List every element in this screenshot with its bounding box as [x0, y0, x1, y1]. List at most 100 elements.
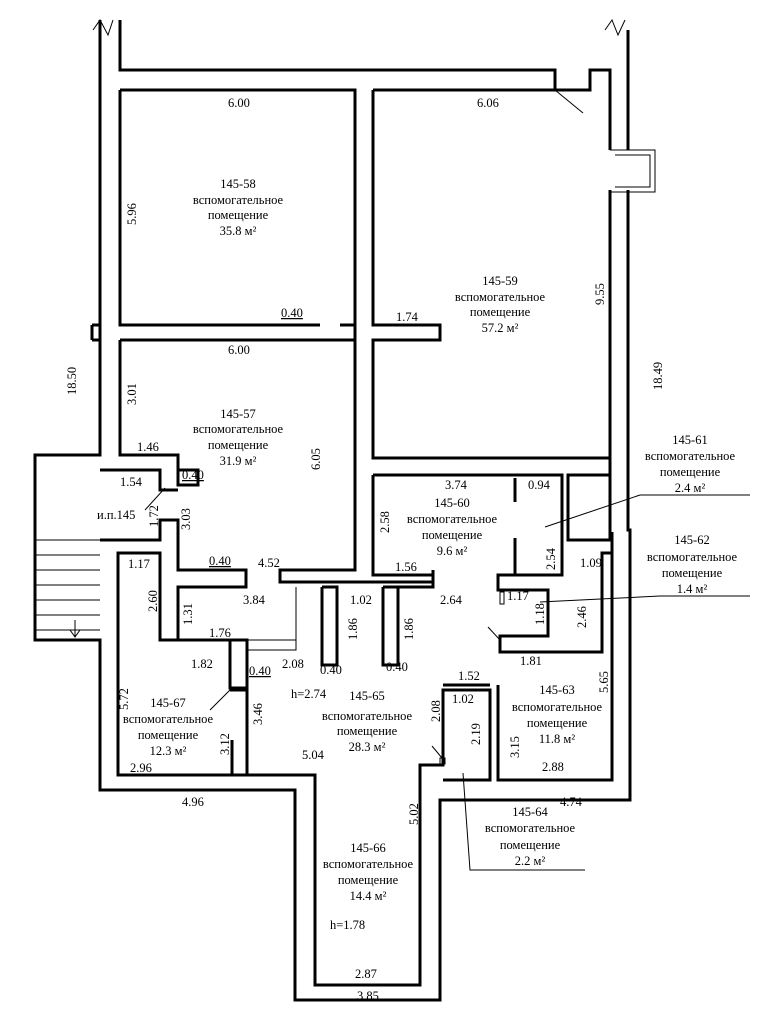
- dim: 3.03: [179, 508, 193, 530]
- dim: 2.46: [575, 606, 589, 628]
- svg-text:145-58: 145-58: [220, 177, 255, 191]
- dim: 2.08: [282, 657, 304, 671]
- svg-text:вспомогательное: вспомогательное: [455, 290, 546, 304]
- svg-text:помещение: помещение: [208, 438, 269, 452]
- svg-text:145-59: 145-59: [482, 274, 517, 288]
- dim: 1.52: [458, 669, 480, 683]
- dim: 6.06: [477, 96, 499, 110]
- room-145-66: 145-66 вспомогательное помещение 14.4 м²: [323, 841, 414, 903]
- svg-text:145-63: 145-63: [539, 683, 574, 697]
- dim: 5.96: [125, 203, 139, 225]
- dim: 5.02: [407, 803, 421, 825]
- dim: 1.46: [137, 440, 159, 454]
- dim: 1.81: [520, 654, 542, 668]
- dim: 1.74: [396, 310, 419, 324]
- dim: 2.64: [440, 593, 463, 607]
- svg-text:145-64: 145-64: [512, 805, 548, 819]
- dim: 1.56: [395, 560, 417, 574]
- dim: 2.19: [469, 723, 483, 745]
- dim: 0.40: [281, 306, 303, 320]
- dim: 1.02: [350, 593, 372, 607]
- dim: 0.40: [209, 554, 231, 568]
- dim: 2.87: [355, 967, 377, 981]
- svg-text:145-61: 145-61: [672, 433, 707, 447]
- svg-text:вспомогательное: вспомогательное: [407, 512, 498, 526]
- svg-text:помещение: помещение: [422, 528, 483, 542]
- dim: 0.94: [528, 478, 551, 492]
- svg-text:1.4 м²: 1.4 м²: [677, 582, 708, 596]
- dimension-labels: 6.00 6.06 5.96 9.55 0.40 1.74 6.00 18.50…: [65, 96, 665, 1003]
- svg-text:помещение: помещение: [337, 724, 398, 738]
- svg-text:145-66: 145-66: [350, 841, 385, 855]
- dim: 2.96: [130, 761, 152, 775]
- svg-text:2.2 м²: 2.2 м²: [515, 854, 546, 868]
- svg-text:28.3 м²: 28.3 м²: [349, 740, 386, 754]
- svg-text:145-65: 145-65: [349, 689, 384, 703]
- room-145-63: 145-63 вспомогательное помещение 11.8 м²: [512, 683, 603, 746]
- dim: 1.72: [147, 505, 161, 527]
- dim: и.п.145: [97, 508, 135, 522]
- svg-text:145-57: 145-57: [220, 407, 255, 421]
- dim: 6.00: [228, 343, 250, 357]
- svg-text:57.2 м²: 57.2 м²: [482, 321, 519, 335]
- room-145-60: 145-60 вспомогательное помещение 9.6 м²: [407, 496, 498, 558]
- dim: 0.40: [386, 660, 408, 674]
- dim: 1.54: [120, 475, 143, 489]
- svg-text:11.8 м²: 11.8 м²: [539, 732, 575, 746]
- svg-text:9.6 м²: 9.6 м²: [437, 544, 468, 558]
- svg-text:помещение: помещение: [662, 566, 723, 580]
- dim: 1.82: [191, 657, 213, 671]
- svg-text:помещение: помещение: [338, 873, 399, 887]
- svg-text:вспомогательное: вспомогательное: [193, 193, 284, 207]
- svg-text:14.4 м²: 14.4 м²: [350, 889, 387, 903]
- dim: 2.60: [146, 590, 160, 612]
- svg-text:помещение: помещение: [208, 208, 269, 222]
- dim: 1.86: [346, 618, 360, 640]
- svg-text:2.4 м²: 2.4 м²: [675, 481, 706, 495]
- dim: 18.50: [65, 367, 79, 395]
- dim: 2.88: [542, 760, 564, 774]
- svg-text:145-67: 145-67: [150, 696, 185, 710]
- svg-text:145-60: 145-60: [434, 496, 469, 510]
- dim: 5.72: [117, 688, 131, 710]
- dim: h=2.74: [291, 687, 327, 701]
- dim: 3.12: [218, 733, 232, 755]
- svg-text:вспомогательное: вспомогательное: [323, 857, 414, 871]
- dim: 1.86: [402, 618, 416, 640]
- svg-text:вспомогательное: вспомогательное: [512, 700, 603, 714]
- svg-text:помещение: помещение: [500, 838, 561, 852]
- dim: 5.65: [597, 671, 611, 693]
- dim: 2.58: [378, 511, 392, 533]
- svg-text:помещение: помещение: [470, 305, 531, 319]
- dim: 0.40: [182, 468, 204, 482]
- dim: 0.40: [249, 664, 271, 678]
- svg-text:вспомогательное: вспомогательное: [647, 550, 738, 564]
- dim: 0.40: [320, 663, 342, 677]
- dim: 1.02: [452, 692, 474, 706]
- svg-text:помещение: помещение: [138, 728, 199, 742]
- dim: 3.01: [125, 383, 139, 405]
- svg-text:31.9 м²: 31.9 м²: [220, 454, 257, 468]
- room-145-67: 145-67 вспомогательное помещение 12.3 м²: [123, 696, 214, 758]
- svg-text:вспомогательное: вспомогательное: [645, 449, 736, 463]
- dim: 1.18: [533, 603, 547, 625]
- dim: 4.96: [182, 795, 204, 809]
- svg-text:вспомогательное: вспомогательное: [123, 712, 214, 726]
- dim: 3.46: [251, 703, 265, 725]
- svg-text:35.8 м²: 35.8 м²: [220, 224, 257, 238]
- svg-text:помещение: помещение: [527, 716, 588, 730]
- dim: 3.84: [243, 593, 266, 607]
- dim: 2.54: [544, 547, 558, 570]
- dim: 9.55: [593, 283, 607, 305]
- svg-text:12.3 м²: 12.3 м²: [150, 744, 187, 758]
- dim: 3.74: [445, 478, 468, 492]
